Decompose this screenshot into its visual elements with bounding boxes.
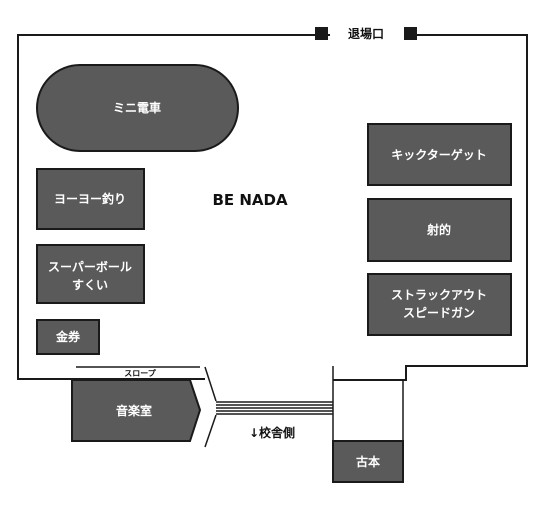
booth-kick-target [367,123,512,186]
booth-music-room-label: 音楽室 [116,403,152,418]
booth-strikeout-label-2: スピードガン [403,305,475,320]
corridor [216,401,333,415]
booth-tickets-label: 金券 [55,329,81,344]
corridor-wall-left [204,366,217,448]
slope-label: スロープ [124,368,157,378]
exit-gate-left [315,27,328,40]
booth-shooting-label: 射的 [426,222,451,237]
booth-superball-label-1: スーパーボール [48,259,132,274]
booth-music-room [71,379,202,442]
booth-shooting [367,198,512,262]
booth-strikeout [367,273,512,336]
booth-superball-label-2: すくい [72,278,108,292]
booth-strikeout-label-1: ストラックアウト [391,288,487,302]
booth-yoyo [36,168,145,230]
booth-used-books-label: 古本 [356,454,380,469]
booth-kick-target-label: キックターゲット [391,147,487,162]
map-title: BE NADA [212,191,288,209]
exit-gate-right [404,27,417,40]
booth-mini-train-label: ミニ電車 [113,100,161,115]
booth-tickets [36,319,100,355]
exit-label: 退場口 [348,26,384,41]
outer-wall-right [333,34,528,381]
booth-yoyo-label: ヨーヨー釣り [54,191,126,206]
booth-mini-train [36,64,239,152]
booth-used-books [332,440,404,483]
booth-superball [36,244,145,304]
school-direction-label: ↓校舎側 [249,425,295,440]
